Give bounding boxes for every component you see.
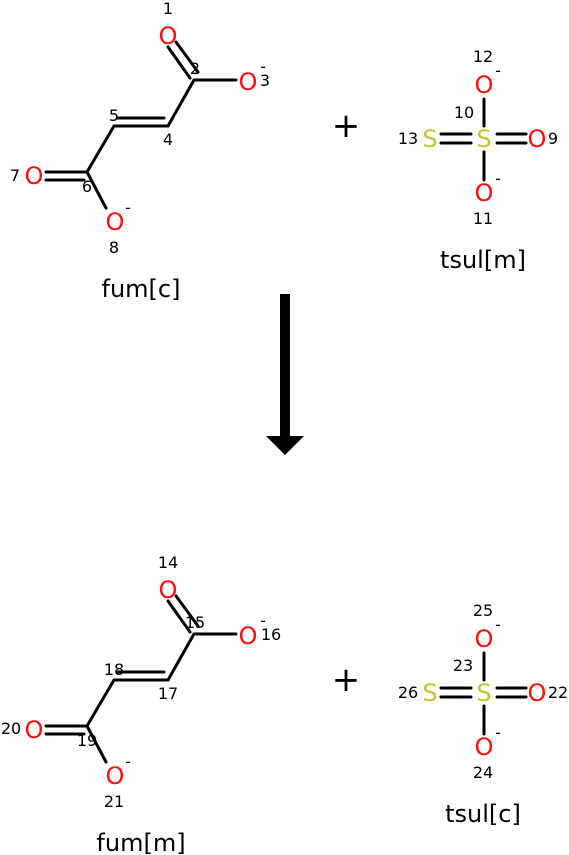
atom-number-5: 5 bbox=[109, 106, 119, 125]
atom-number-14: 14 bbox=[158, 553, 178, 572]
bond-o14-c15-a bbox=[166, 599, 192, 634]
bond-o1-c2-a bbox=[166, 45, 192, 80]
molecule-fum-c: O 1 2 O 3 - 4 5 6 O 7 O - 8 fum[c] bbox=[10, 0, 270, 303]
atom-o14: O bbox=[159, 576, 178, 604]
atom-number-6: 6 bbox=[82, 177, 92, 196]
atom-o20: O bbox=[25, 716, 44, 744]
atom-number-7: 7 bbox=[10, 166, 20, 185]
molecule-fum-m: O 14 15 O - 16 17 18 19 O 20 O - 21 fum[… bbox=[1, 553, 281, 855]
molecule-label-tsul-m: tsul[m] bbox=[440, 246, 526, 274]
atom-o25: O bbox=[475, 625, 494, 653]
plus-sign-products: + bbox=[332, 660, 361, 700]
reaction-arrow-head bbox=[266, 436, 304, 455]
atom-number-3: 3 bbox=[260, 71, 270, 90]
atom-number-9: 9 bbox=[548, 129, 558, 148]
atom-number-24: 24 bbox=[473, 763, 493, 782]
atom-o24: O bbox=[475, 733, 494, 761]
bond-o1-c2-b bbox=[174, 40, 200, 74]
atom-number-25: 25 bbox=[473, 601, 493, 620]
charge-o8: - bbox=[125, 198, 131, 217]
atom-number-19: 19 bbox=[77, 731, 97, 750]
atom-number-21: 21 bbox=[104, 792, 124, 811]
atom-number-18: 18 bbox=[104, 660, 124, 679]
atom-s13: S bbox=[422, 125, 437, 153]
atom-number-12: 12 bbox=[473, 47, 493, 66]
atom-o12: O bbox=[475, 71, 494, 99]
charge-o25: - bbox=[495, 615, 501, 634]
atom-number-10: 10 bbox=[454, 103, 474, 122]
atom-number-8: 8 bbox=[109, 238, 119, 257]
atom-number-2: 2 bbox=[190, 59, 200, 78]
molecule-tsul-c: S 23 O - 25 O - 24 S 26 O 22 tsul[c] bbox=[398, 601, 568, 828]
atom-number-22: 22 bbox=[548, 683, 568, 702]
atom-o3: O bbox=[239, 68, 258, 96]
bond-c18-c19 bbox=[85, 678, 116, 728]
plus-sign-reactants: + bbox=[332, 106, 361, 146]
atom-s26: S bbox=[422, 679, 437, 707]
bond-c6-o8 bbox=[85, 170, 108, 210]
atom-number-4: 4 bbox=[163, 130, 173, 149]
atom-o7: O bbox=[25, 162, 44, 190]
atom-s10: S bbox=[476, 125, 491, 153]
bond-c19-o21 bbox=[85, 724, 108, 764]
bond-o14-c15-b bbox=[174, 594, 200, 628]
bond-c15-c17 bbox=[166, 632, 196, 682]
charge-o11: - bbox=[495, 169, 501, 188]
charge-o12: - bbox=[495, 61, 501, 80]
atom-o22: O bbox=[528, 679, 547, 707]
charge-o16: - bbox=[260, 611, 266, 630]
atom-o11: O bbox=[475, 179, 494, 207]
atom-o1: O bbox=[159, 22, 178, 50]
atom-o8: O bbox=[106, 208, 125, 236]
molecule-tsul-m: S 10 O - 12 O - 11 S 13 O 9 tsul[m] bbox=[398, 47, 558, 274]
bond-c2-c4 bbox=[166, 78, 196, 128]
atom-o21: O bbox=[106, 762, 125, 790]
atom-number-15: 15 bbox=[185, 613, 205, 632]
atom-o9: O bbox=[528, 125, 547, 153]
atom-number-13: 13 bbox=[398, 129, 418, 148]
atom-number-11: 11 bbox=[473, 209, 493, 228]
atom-number-17: 17 bbox=[158, 684, 178, 703]
atom-s23: S bbox=[476, 679, 491, 707]
molecule-label-tsul-c: tsul[c] bbox=[445, 800, 521, 828]
molecule-label-fum-m: fum[m] bbox=[96, 829, 185, 855]
charge-o24: - bbox=[495, 723, 501, 742]
atom-number-20: 20 bbox=[1, 719, 21, 738]
charge-o21: - bbox=[125, 752, 131, 771]
atom-number-23: 23 bbox=[453, 656, 473, 675]
reaction-arrow-shaft bbox=[280, 294, 290, 438]
reaction-arrow bbox=[266, 294, 304, 455]
atom-o16: O bbox=[239, 622, 258, 650]
atom-number-1: 1 bbox=[163, 0, 173, 18]
bond-c5-c6 bbox=[85, 124, 116, 174]
charge-o3: - bbox=[260, 57, 266, 76]
atom-number-26: 26 bbox=[398, 683, 418, 702]
molecule-label-fum-c: fum[c] bbox=[102, 275, 181, 303]
atom-number-16: 16 bbox=[261, 625, 281, 644]
